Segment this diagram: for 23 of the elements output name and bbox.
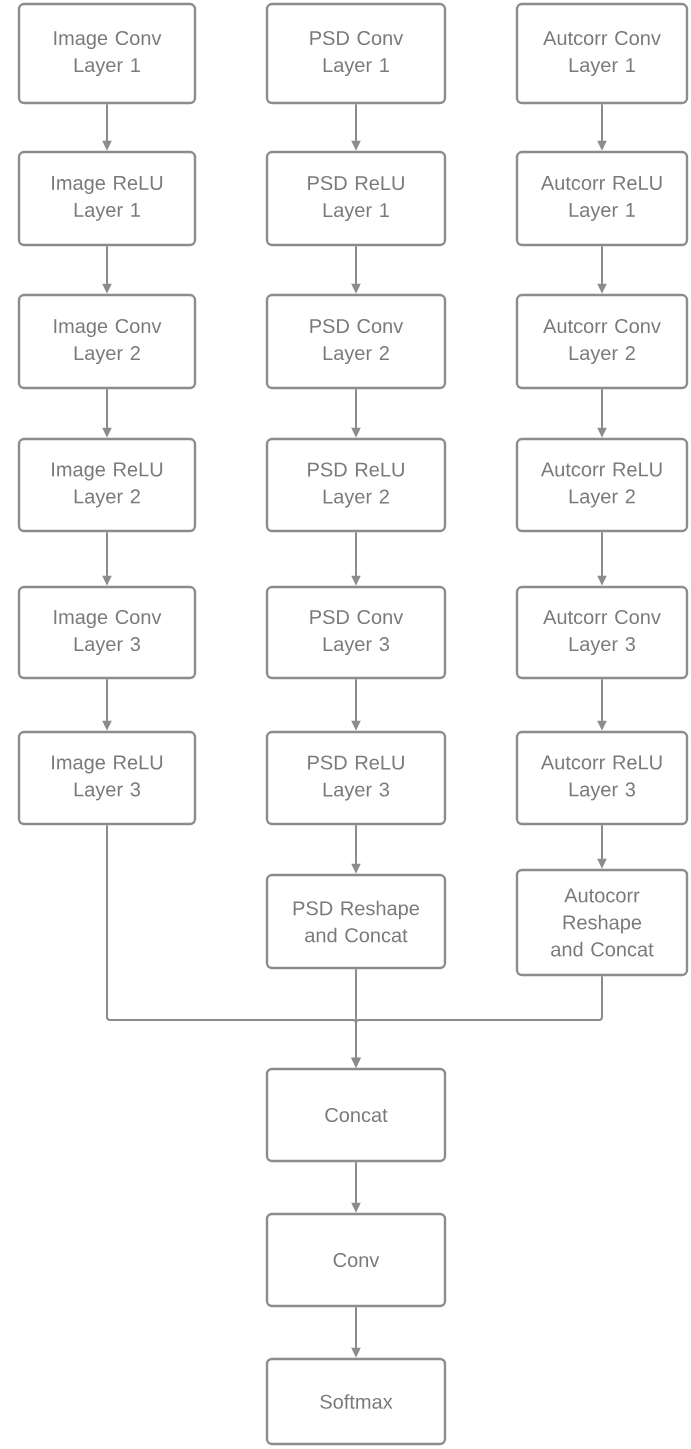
process-box: PSD Conv Layer 3: [265, 585, 447, 680]
process-box: PSD ReLU Layer 2: [265, 437, 447, 533]
process-box: PSD Conv Layer 1: [265, 2, 447, 105]
process-box: Autcorr ReLU Layer 2: [515, 437, 689, 533]
process-box: PSD ReLU Layer 3: [265, 730, 447, 826]
process-box: PSD ReLU Layer 1: [265, 150, 447, 247]
process-box: Image ReLU Layer 3: [17, 730, 197, 826]
process-box: Autocorr Reshape and Concat: [515, 868, 689, 977]
process-box: Image ReLU Layer 1: [17, 150, 197, 247]
process-box: PSD Reshape and Concat: [265, 873, 447, 970]
process-box: Autcorr ReLU Layer 1: [515, 150, 689, 247]
process-box: PSD Conv Layer 2: [265, 293, 447, 390]
process-box: Concat: [265, 1067, 447, 1163]
process-box: Image Conv Layer 2: [17, 293, 197, 390]
process-box: Autcorr Conv Layer 3: [515, 585, 689, 680]
process-box: Autcorr Conv Layer 2: [515, 293, 689, 390]
process-box: Conv: [265, 1212, 447, 1308]
process-box: Autcorr Conv Layer 1: [515, 2, 689, 105]
process-box: Image ReLU Layer 2: [17, 437, 197, 533]
process-box: Image Conv Layer 1: [17, 2, 197, 105]
process-box: Autcorr ReLU Layer 3: [515, 730, 689, 826]
process-box: Image Conv Layer 3: [17, 585, 197, 680]
process-box: Softmax: [265, 1357, 447, 1446]
